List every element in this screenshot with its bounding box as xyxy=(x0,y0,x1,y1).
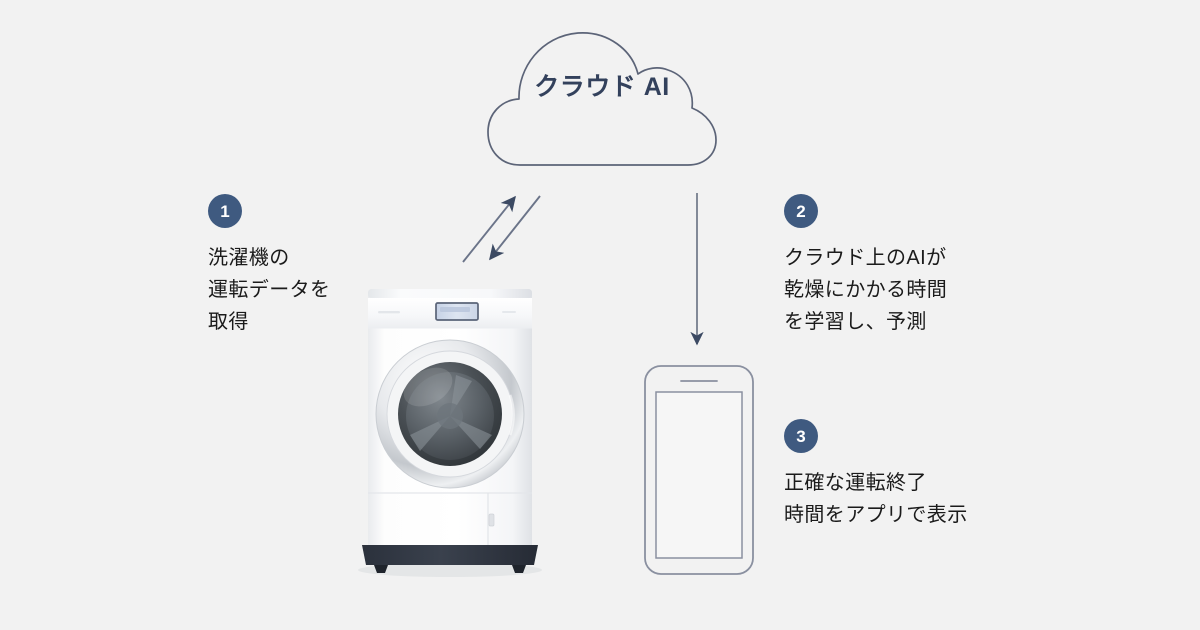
step-2-text: クラウド上のAIが 乾燥にかかる時間 を学習し、予測 xyxy=(784,247,948,333)
step-1-block: 1 洗濯機の 運転データを 取得 xyxy=(208,194,408,338)
cloud-ai-label: クラウド AI xyxy=(534,73,670,101)
washer-display-readout xyxy=(440,307,470,312)
step-1-badge: 1 xyxy=(208,194,242,228)
step-2-badge: 2 xyxy=(784,194,818,228)
washer-panel-indicator-left xyxy=(378,311,400,314)
step-1-text: 洗濯機の 運転データを 取得 xyxy=(208,247,331,333)
step-3-block: 3 正確な運転終了 時間をアプリで表示 xyxy=(784,419,1034,531)
washer-door-ring-edge xyxy=(375,339,525,489)
washer-drum-hub xyxy=(437,403,463,429)
washer-drawer-handle xyxy=(488,513,495,527)
phone-screen xyxy=(655,391,743,559)
step-3-badge: 3 xyxy=(784,419,818,453)
washer-foot-right xyxy=(512,565,526,573)
washing-machine-illustration xyxy=(352,283,548,580)
step-3-text: 正確な運転終了 時間をアプリで表示 xyxy=(784,472,968,526)
washer-foot-left xyxy=(374,565,388,573)
smartphone-illustration xyxy=(643,364,755,576)
washer-shadow xyxy=(358,563,542,577)
step-2-block: 2 クラウド上のAIが 乾燥にかかる時間 を学習し、予測 xyxy=(784,194,1034,338)
cloud-outline xyxy=(487,32,717,166)
washer-panel-indicator-right xyxy=(502,311,516,313)
washer-base xyxy=(362,545,538,565)
washer-door-latch xyxy=(508,394,515,436)
cloud-ai-shape: クラウド AI xyxy=(486,28,718,170)
washer-glass-highlight xyxy=(403,367,453,407)
washer-top-panel xyxy=(368,289,532,298)
arrow-washer-to-cloud xyxy=(462,195,516,263)
arrow-cloud-to-washer xyxy=(489,195,541,261)
